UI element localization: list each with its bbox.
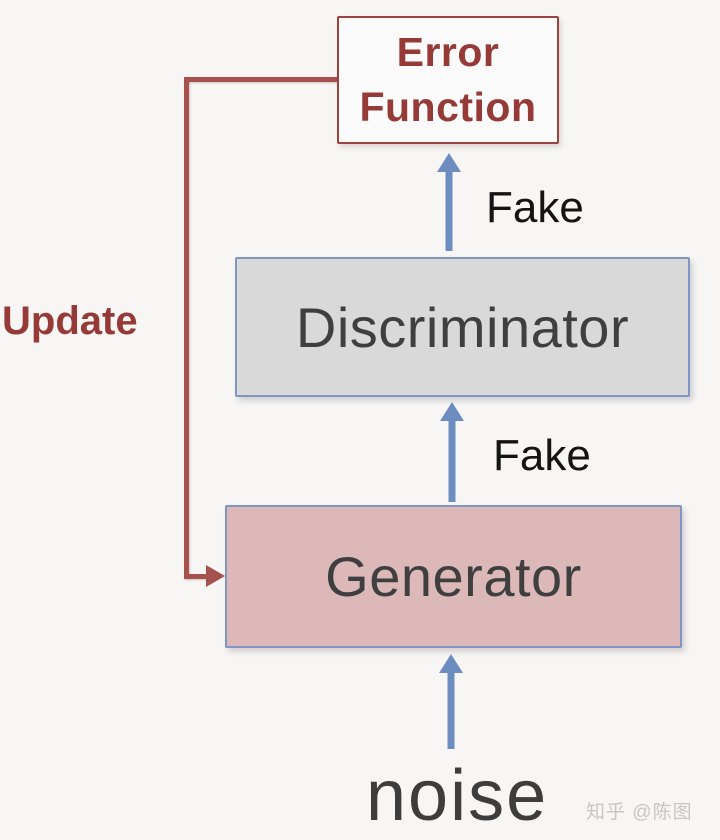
arrow-noise-to-generator-icon [439,654,463,749]
update-path-vertical-segment [184,77,189,578]
update-label: Update [2,299,138,343]
generator-box: Generator [225,505,682,648]
update-path-top-segment [184,77,337,82]
discriminator-box: Discriminator [235,257,690,397]
update-arrowhead-icon [206,565,225,587]
error-function-label-line2: Function [359,84,537,130]
arrow-shaft [445,169,453,251]
error-function-label-line1: Error [396,28,500,75]
up-arrowhead-icon [437,153,461,172]
fake-label-middle: Fake [493,431,591,480]
up-arrowhead-icon [440,402,464,421]
arrow-shaft [448,418,456,502]
arrow-discriminator-to-error-icon [437,153,461,251]
fake-label-top: Fake [486,183,584,232]
discriminator-label: Discriminator [295,295,630,359]
generator-label: Generator [325,545,582,608]
up-arrowhead-icon [439,654,463,673]
update-path-bottom-segment [184,574,208,579]
error-function-box: Error Function [337,16,559,144]
watermark-text: 知乎 @陈图 [586,802,693,823]
noise-label: noise [366,756,549,836]
arrow-shaft [447,670,455,749]
arrow-generator-to-discriminator-icon [440,402,464,502]
